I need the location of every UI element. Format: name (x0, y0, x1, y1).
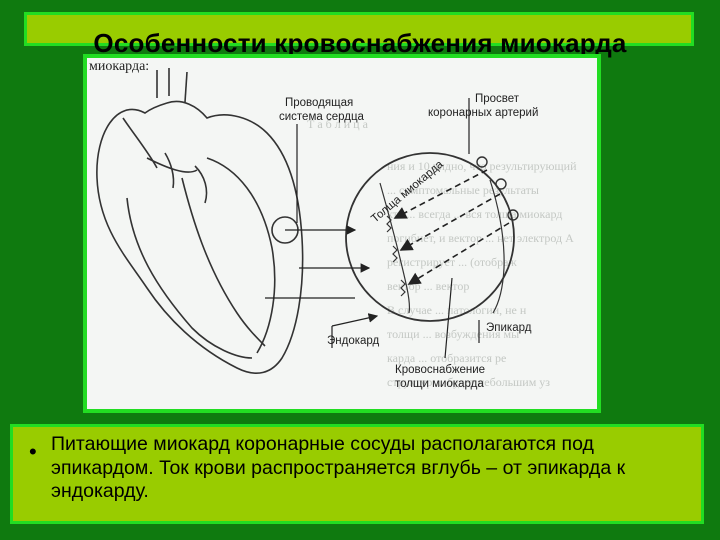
blood-flow-arrows (393, 169, 510, 285)
label-blood-supply-1: Кровоснабжение (395, 364, 485, 376)
scan-ghost-text: Т а б л и ц а ния и 10 видно, что резуль… (307, 117, 577, 389)
svg-text:погибнет, и вектор ... нет эле: погибнет, и вектор ... нет электрод А (387, 231, 574, 245)
heart-outline (96, 68, 304, 374)
bullet-marker: • (29, 439, 37, 464)
svg-text:регистрирует ... (отображ: регистрирует ... (отображ (387, 255, 517, 269)
slide-title: Особенности кровоснабжения миокарда (93, 28, 627, 58)
bullet-box: • Питающие миокард коронарные сосуды рас… (10, 424, 704, 524)
svg-text:В случае ... патологии, не н: В случае ... патологии, не н (387, 303, 527, 317)
label-endocardium: Эндокард (327, 335, 380, 347)
myocardium-cross-section (345, 152, 519, 322)
label-lumen-2: коронарных артерий (428, 107, 538, 119)
figure-frame: Т а б л и ц а ния и 10 видно, что резуль… (83, 54, 601, 413)
leader-lines (265, 98, 480, 359)
title-band (24, 12, 694, 46)
svg-text:Т а б л и ц а: Т а б л и ц а (307, 117, 369, 131)
caption-fragment: миокарда: (89, 59, 149, 74)
label-epicardium: Эпикард (486, 322, 532, 334)
svg-text:вектор ... вектор: вектор ... вектор (387, 279, 469, 293)
label-conduction-1: Проводящая (285, 97, 353, 109)
svg-text:ния и 10 видно, что результиру: ния и 10 видно, что результирующий (387, 159, 577, 173)
svg-text:карда ... отобразится ре: карда ... отобразится ре (387, 351, 506, 365)
label-blood-supply-2: толщи миокарда (395, 378, 484, 390)
label-conduction-2: система сердца (279, 111, 365, 123)
bullet-text: Питающие миокард коронарные сосуды распо… (51, 433, 626, 502)
label-lumen-1: Просвет (475, 93, 520, 105)
svg-text:толщи ... возбуждения мы: толщи ... возбуждения мы (387, 327, 519, 341)
svg-text:кта ... всегда ... вся толща м: кта ... всегда ... вся толща миокард (387, 207, 562, 221)
heart-diagram: Т а б л и ц а ния и 10 видно, что резуль… (89, 59, 577, 390)
svg-text:структур ... будет небольшим у: структур ... будет небольшим уз (387, 375, 550, 389)
